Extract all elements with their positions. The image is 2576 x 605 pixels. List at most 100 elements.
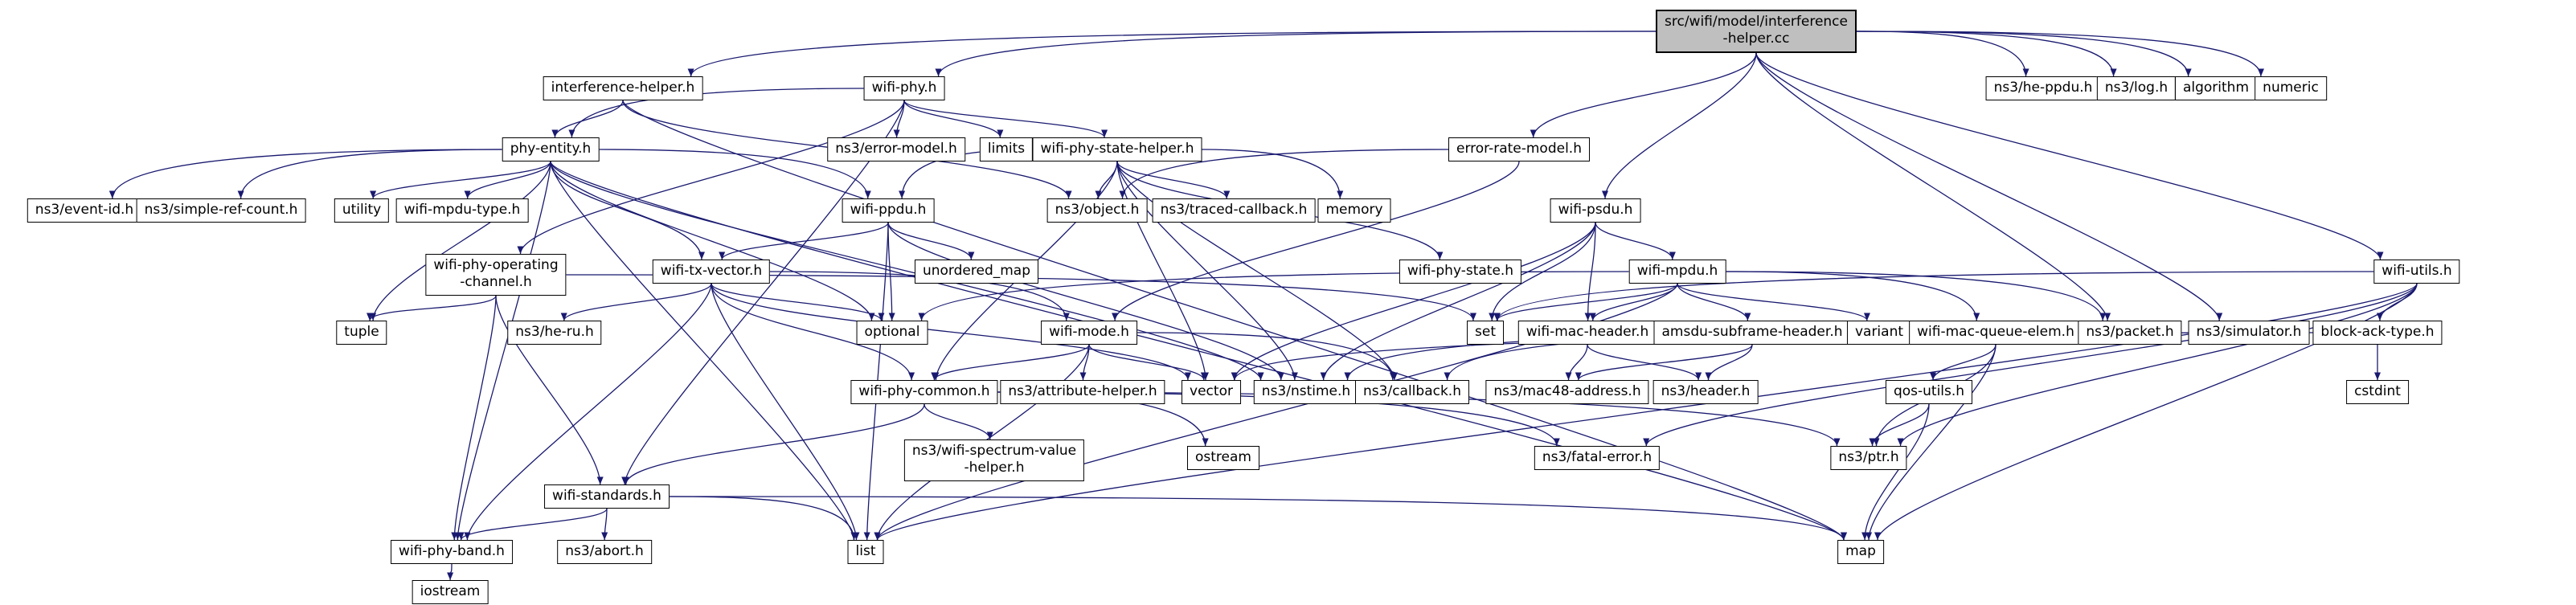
node-header[interactable]: ns3/header.h [1652, 380, 1759, 405]
node-phy-state[interactable]: wifi-phy-state.h [1399, 260, 1522, 284]
node-wifi-phy-h[interactable]: wifi-phy.h [863, 76, 945, 101]
edge-phy-common-to-spectrum [924, 403, 993, 440]
node-packet[interactable]: ns3/packet.h [2078, 321, 2182, 345]
edge-phy-state-helper-to-memory [1202, 149, 1344, 199]
edge-phy-entity-to-mpdu-type [464, 161, 551, 199]
edge-wifi-mpdu-to-packet [1726, 271, 2107, 321]
node-phy-common[interactable]: wifi-phy-common.h [850, 380, 998, 405]
edge-wifi-phy-h-to-standards [621, 100, 905, 485]
node-tx-vector[interactable]: wifi-tx-vector.h [652, 260, 771, 284]
edge-phy-state-helper-to-vector [1116, 161, 1209, 381]
edge-main-to-wifi-psdu [1602, 52, 1757, 199]
edge-mac-header-to-header [1587, 344, 1702, 381]
node-nstime[interactable]: ns3/nstime.h [1253, 380, 1359, 405]
edge-wifi-ppdu-to-optional [887, 222, 895, 321]
node-ostream[interactable]: ostream [1187, 446, 1259, 471]
node-algorithm[interactable]: algorithm [2174, 76, 2258, 101]
node-spectrum[interactable]: ns3/wifi-spectrum-value -helper.h [903, 439, 1085, 481]
edge-phy-entity-to-wifi-ppdu [599, 149, 871, 199]
node-phy-band[interactable]: wifi-phy-band.h [391, 540, 513, 565]
node-standards[interactable]: wifi-standards.h [544, 484, 670, 509]
edge-wifi-ppdu-to-tx-vector [719, 222, 889, 260]
node-abort[interactable]: ns3/abort.h [557, 540, 652, 565]
node-set[interactable]: set [1467, 321, 1504, 345]
node-operating-channel[interactable]: wifi-phy-operating -channel.h [425, 254, 567, 296]
edge-error-rate-model-to-wifi-mode [1112, 161, 1520, 321]
edge-phy-state-helper-to-traced-callback [1116, 161, 1231, 199]
node-phy-state-helper[interactable]: wifi-phy-state-helper.h [1032, 137, 1202, 162]
edge-wifi-utils-to-list [874, 283, 2418, 541]
node-qos-utils[interactable]: qos-utils.h [1885, 380, 1973, 405]
node-unordered-map[interactable]: unordered_map [914, 260, 1039, 284]
edge-main-to-he-ppdu [1856, 31, 2029, 77]
node-traced-callback[interactable]: ns3/traced-callback.h [1152, 198, 1316, 223]
edge-tx-vector-to-vector [711, 283, 1191, 381]
node-iostream[interactable]: iostream [412, 580, 489, 605]
edge-wifi-mpdu-to-list [874, 283, 1678, 541]
node-memory[interactable]: memory [1317, 198, 1391, 223]
node-callback[interactable]: ns3/callback.h [1355, 380, 1469, 405]
node-event-id[interactable]: ns3/event-id.h [27, 198, 142, 223]
node-map[interactable]: map [1837, 540, 1884, 565]
node-log[interactable]: ns3/log.h [2096, 76, 2177, 101]
node-wifi-utils[interactable]: wifi-utils.h [2373, 260, 2460, 284]
node-limits[interactable]: limits [979, 137, 1034, 162]
node-phy-entity[interactable]: phy-entity.h [502, 137, 600, 162]
node-wifi-mpdu[interactable]: wifi-mpdu.h [1628, 260, 1726, 284]
node-interference-helper-h[interactable]: interference-helper.h [543, 76, 703, 101]
node-he-ppdu[interactable]: ns3/he-ppdu.h [1985, 76, 2101, 101]
node-variant[interactable]: variant [1846, 321, 1912, 345]
edge-standards-to-list [669, 496, 858, 541]
node-mac48[interactable]: ns3/mac48-address.h [1485, 380, 1649, 405]
edge-tx-vector-to-optional [711, 283, 885, 321]
node-fatal-error[interactable]: ns3/fatal-error.h [1534, 446, 1661, 471]
node-error-model[interactable]: ns3/error-model.h [827, 137, 965, 162]
node-vector[interactable]: vector [1182, 380, 1241, 405]
node-mac-header[interactable]: wifi-mac-header.h [1517, 321, 1657, 345]
node-list[interactable]: list [847, 540, 884, 565]
edge-queue-elem-to-qos-utils [1930, 344, 1997, 381]
node-main[interactable]: src/wifi/model/interference -helper.cc [1656, 10, 1857, 53]
node-amsdu[interactable]: amsdu-subframe-header.h [1653, 321, 1851, 345]
edge-phy-entity-to-phy-band [454, 161, 551, 541]
edge-wifi-utils-to-fatal-error [1643, 283, 2418, 447]
edge-phy-band-to-iostream [447, 563, 454, 581]
edge-wifi-mpdu-to-set [1493, 283, 1678, 321]
node-wifi-ppdu[interactable]: wifi-ppdu.h [842, 198, 935, 223]
edge-main-to-wifi-phy-h [935, 31, 1657, 77]
edge-main-to-simulator [1755, 52, 2223, 321]
node-tuple[interactable]: tuple [336, 321, 387, 345]
node-simulator[interactable]: ns3/simulator.h [2188, 321, 2310, 345]
node-object[interactable]: ns3/object.h [1046, 198, 1148, 223]
edge-mac-header-to-mac48 [1565, 344, 1588, 381]
edge-qos-utils-to-map [1861, 403, 1930, 541]
edge-wifi-mode-to-phy-common [931, 344, 1090, 381]
node-queue-elem[interactable]: wifi-mac-queue-elem.h [1909, 321, 2083, 345]
node-he-ru[interactable]: ns3/he-ru.h [507, 321, 602, 345]
node-simple-ref-count[interactable]: ns3/simple-ref-count.h [136, 198, 306, 223]
edge-wifi-mpdu-to-variant [1677, 283, 1870, 321]
node-mpdu-type[interactable]: wifi-mpdu-type.h [395, 198, 529, 223]
edge-amsdu-to-mac48 [1575, 344, 1753, 381]
edge-phy-entity-to-utility [370, 161, 551, 199]
edge-wifi-utils-to-map [1874, 283, 2418, 541]
edge-wifi-phy-h-to-limits [903, 100, 1004, 138]
node-ptr[interactable]: ns3/ptr.h [1830, 446, 1907, 471]
edge-wifi-psdu-to-vector [1231, 222, 1596, 381]
node-utility[interactable]: utility [334, 198, 390, 223]
edge-queue-elem-to-map [1865, 344, 1997, 541]
edge-phy-entity-to-tuple [370, 161, 551, 321]
node-numeric[interactable]: numeric [2255, 76, 2327, 101]
edge-wifi-phy-h-to-phy-state-helper [903, 100, 1108, 138]
node-cstdint[interactable]: cstdint [2346, 380, 2409, 405]
edge-wifi-ppdu-to-unordered-map [887, 222, 975, 260]
node-attribute-helper[interactable]: ns3/attribute-helper.h [1000, 380, 1165, 405]
node-optional[interactable]: optional [856, 321, 928, 345]
node-block-ack-type[interactable]: block-ack-type.h [2312, 321, 2443, 345]
edge-phy-entity-to-event-id [109, 149, 502, 199]
edge-error-rate-model-to-object [1119, 149, 1449, 199]
node-wifi-mode[interactable]: wifi-mode.h [1041, 321, 1137, 345]
node-error-rate-model[interactable]: error-rate-model.h [1448, 137, 1590, 162]
node-wifi-psdu[interactable]: wifi-psdu.h [1550, 198, 1641, 223]
